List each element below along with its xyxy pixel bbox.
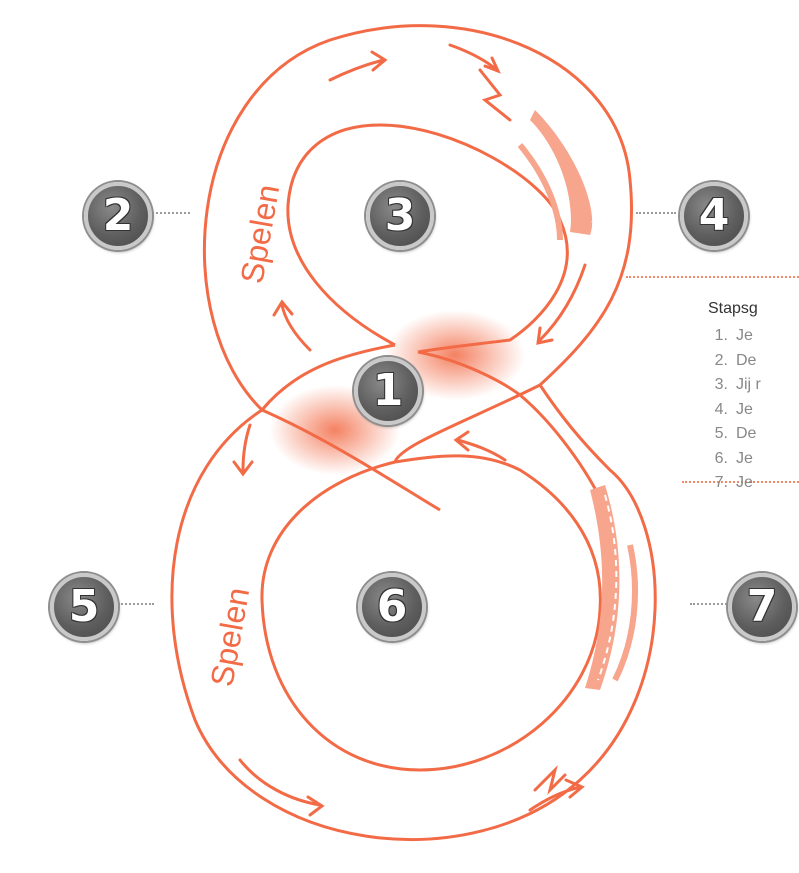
panel-rule-bottom [682,481,799,483]
step-badge-5: 5 [50,573,118,641]
list-item: 2.De [714,351,757,369]
steps-list: 1.Je 2.De 3.Jij r 4.Je 5.De 6.Je 7.Je [708,324,799,496]
list-item: 1.Je [714,327,753,344]
list-item: 4.Je [714,400,753,418]
step-badge-1: 1 [354,357,422,425]
steps-title: Stapsg [708,300,758,317]
upper-loop-outer [203,24,633,412]
lower-loop-outer [170,384,657,841]
step-badge-4: 4 [680,182,748,250]
flow-arrows [232,43,587,817]
motion-streaks [517,110,638,690]
play-label-top: Spelen [233,182,286,286]
connector-4 [636,212,676,214]
upper-loop-inner [286,123,569,354]
step-badge-3: 3 [366,182,434,250]
crossing-strand-a [261,408,441,512]
connector-7 [690,603,730,605]
steps-panel: Stapsg 1.Je 2.De 3.Jij r 4.Je 5.De 6.Je … [708,300,799,496]
list-item: 3.Jij r [714,376,761,393]
step-badge-7: 7 [728,573,796,641]
list-item: 7.Je [714,474,753,491]
crossing-strand-d [260,343,396,411]
connector-2 [152,212,190,214]
list-item: 5.De [714,425,757,442]
crossing-strand-c [417,350,612,521]
step-badge-6: 6 [358,573,426,641]
connector-5 [118,603,154,605]
lower-loop-inner [260,454,602,772]
panel-rule-top [626,276,799,278]
step-badge-2: 2 [84,182,152,250]
play-label-bottom: Spelen [203,585,256,689]
list-item: 6.Je [714,449,753,467]
crossing-strand-b [393,383,541,463]
